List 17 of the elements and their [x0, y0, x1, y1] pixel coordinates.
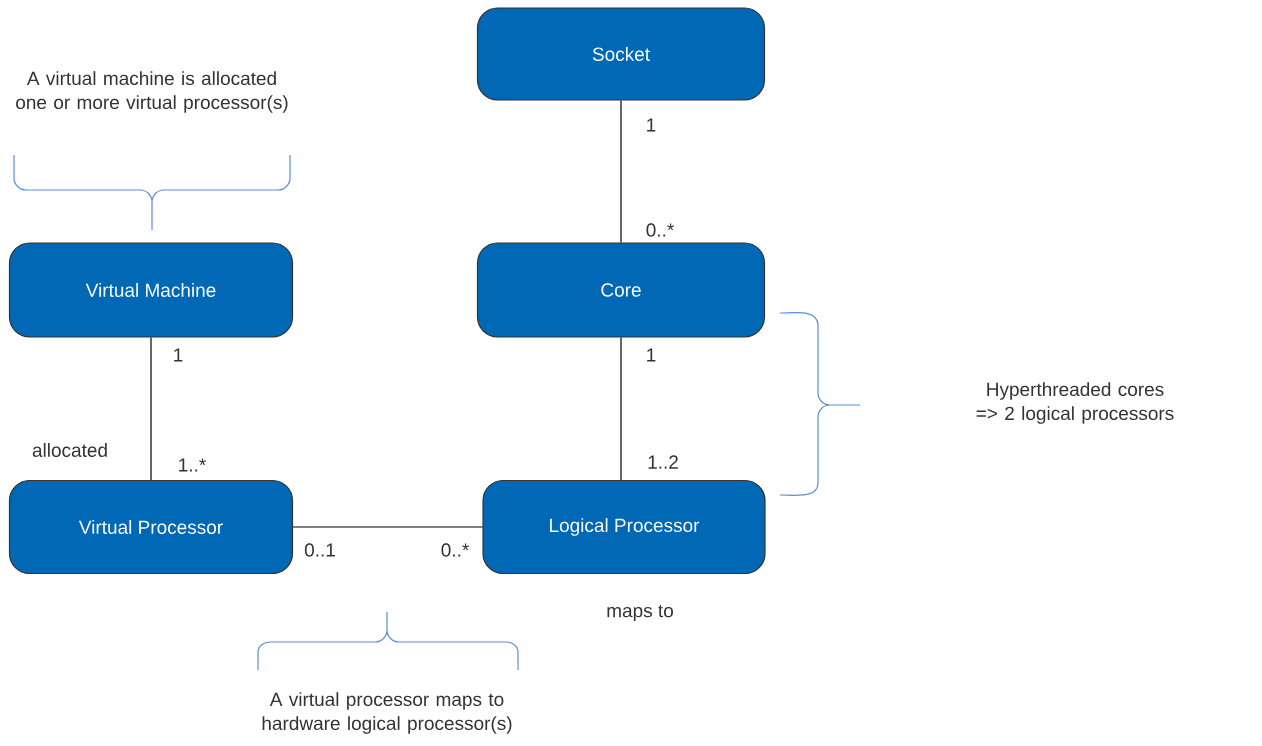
multiplicity-label: allocated — [32, 443, 107, 457]
multiplicity-label: 1 — [647, 118, 656, 132]
class-box: Core — [476, 242, 766, 338]
multiplicity-label: maps to — [607, 604, 673, 622]
class-box: Socket — [476, 7, 766, 101]
association-line — [292, 526, 483, 528]
annotation-text: Hyperthreaded cores => 2 logical processors — [976, 382, 1174, 424]
association-line — [620, 100, 622, 243]
annotation-text: A virtual processor maps to hardware logical processor(s) — [262, 692, 512, 734]
class-box: Logical Processor — [482, 479, 766, 575]
multiplicity-label: 0..1 — [304, 543, 335, 557]
multiplicity-label: 0..* — [441, 543, 469, 557]
class-box: Virtual Processor — [8, 479, 294, 575]
annotation-text: A virtual machine is allocated one or more virtual processor(s) — [16, 71, 288, 113]
class-box: Virtual Machine — [8, 242, 294, 338]
association-line — [620, 337, 622, 481]
association-line — [150, 337, 152, 481]
